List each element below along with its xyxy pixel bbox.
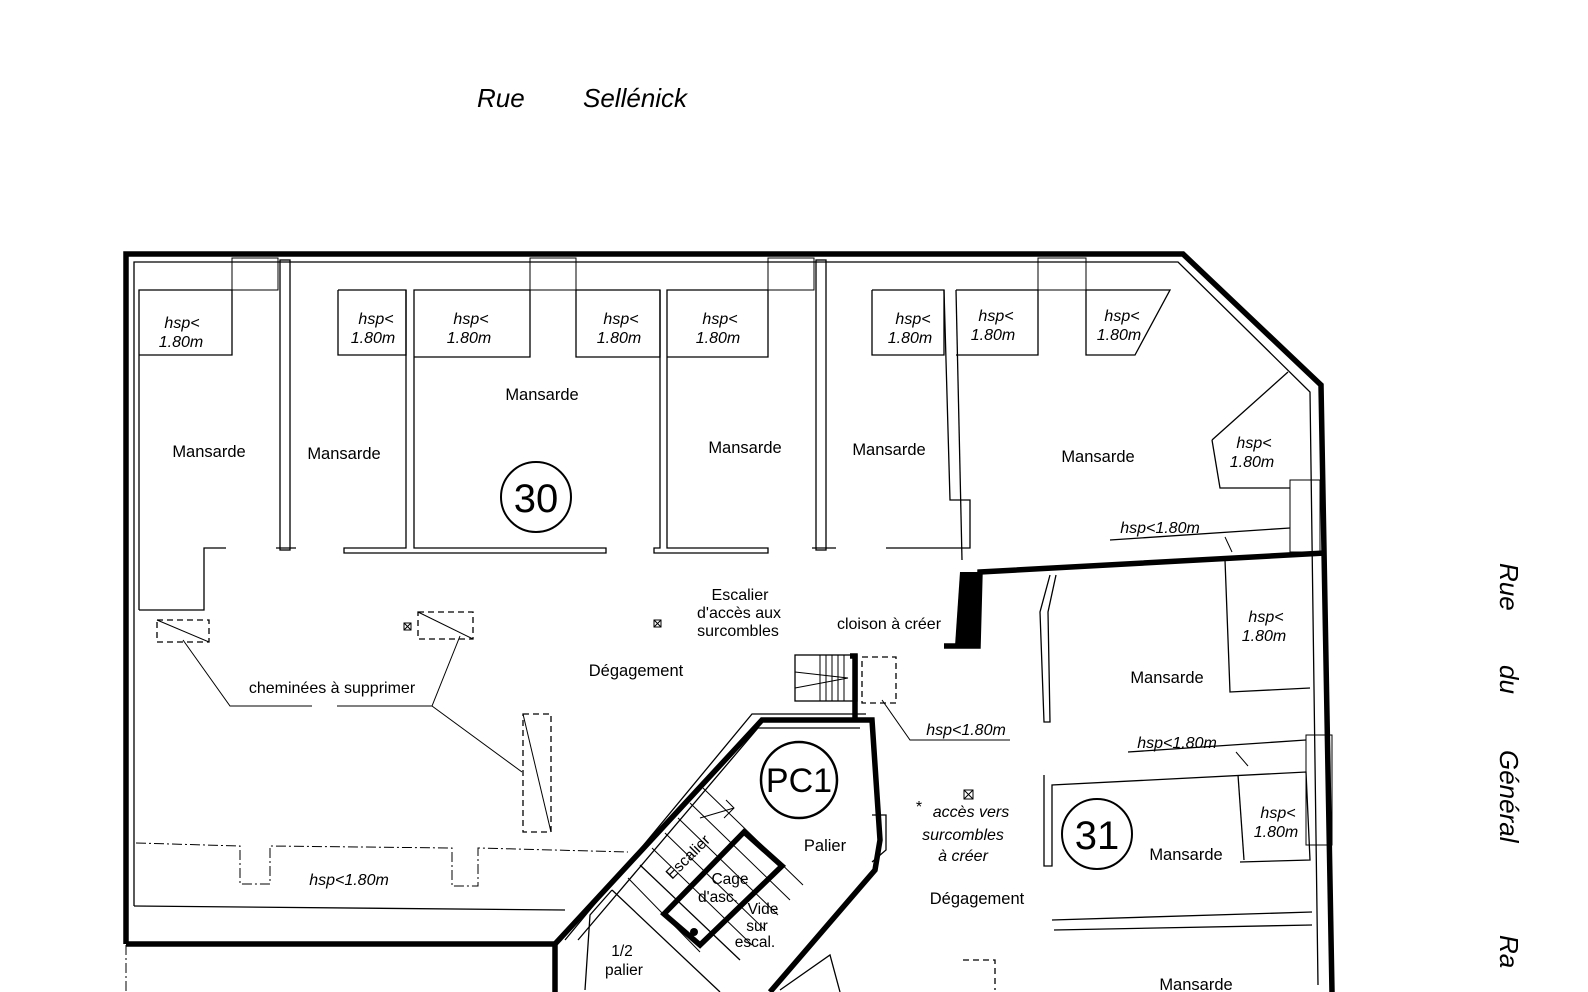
room-mansarde-5: Mansarde [852, 441, 925, 459]
unit-30-badge: 30 [500, 461, 572, 533]
cloison-note: cloison à créer [837, 616, 942, 633]
unit-31-badge: 31 [1061, 798, 1133, 870]
vide-line-1: Vide [748, 901, 779, 918]
annotations: Escalier d'accès aux surcombles cloison … [249, 587, 1009, 865]
hsp-9-b: 1.80m [1230, 454, 1274, 471]
hsp-4-b: 1.80m [597, 330, 641, 347]
hsp-10-inline: hsp<1.80m [1120, 520, 1200, 537]
hsp-8-a: hsp< [1104, 308, 1139, 325]
hsp-11-a: hsp< [1248, 609, 1283, 626]
hsp-12-inline: hsp<1.80m [926, 722, 1006, 739]
access-line-3: à créer [938, 848, 988, 865]
exterior-walls [123, 251, 1335, 992]
hsp-1-b: 1.80m [159, 334, 203, 351]
hsp-5-a: hsp< [702, 311, 737, 328]
room-mansarde-6: Mansarde [1061, 448, 1134, 466]
hsp-8-b: 1.80m [1097, 327, 1141, 344]
hsp-6-b: 1.80m [888, 330, 932, 347]
room-mansarde-3: Mansarde [505, 386, 578, 404]
hsp-9-a: hsp< [1236, 435, 1271, 452]
room-palier: Palier [804, 837, 847, 855]
stair-access-line-2: d'accès aux [697, 605, 781, 622]
unit-31-number: 31 [1075, 814, 1120, 858]
cage-line-2: d'asc. [698, 889, 738, 906]
hsp-2-b: 1.80m [351, 330, 395, 347]
hsp-5-b: 1.80m [696, 330, 740, 347]
room-mansarde-7: Mansarde [1130, 669, 1203, 687]
street-right-word-3: Général [1494, 750, 1524, 844]
half-palier-line-2: palier [605, 962, 643, 979]
street-right-label: Rue du Général Ra [1494, 563, 1524, 968]
hsp-15-inline: hsp<1.80m [309, 872, 389, 889]
hsp-7-b: 1.80m [971, 327, 1015, 344]
hsp-11-b: 1.80m [1242, 628, 1286, 645]
room-mansarde-9: Mansarde [1159, 976, 1232, 992]
room-mansarde-2: Mansarde [307, 445, 380, 463]
access-line-2: surcombles [922, 827, 1004, 844]
hsp-3-b: 1.80m [447, 330, 491, 347]
hsp-13-inline: hsp<1.80m [1137, 735, 1217, 752]
hsp-3-a: hsp< [453, 311, 488, 328]
hsp-14-a: hsp< [1260, 805, 1295, 822]
hsp-6-a: hsp< [895, 311, 930, 328]
street-top-word-1: Rue [477, 83, 525, 113]
hsp-7-a: hsp< [978, 308, 1013, 325]
pc1-badge: PC1 [759, 740, 839, 820]
vide-line-2: sur [746, 918, 768, 935]
street-right-word-2: du [1494, 665, 1524, 694]
escalier-label: Escalier [663, 832, 714, 883]
hsp-labels: hsp< 1.80m hsp< 1.80m hsp< 1.80m hsp< 1.… [159, 308, 1298, 889]
unit-30-number: 30 [514, 477, 559, 521]
access-line-1: accès vers [933, 804, 1009, 821]
room-mansarde-4: Mansarde [708, 439, 781, 457]
stair-access-line-3: surcombles [697, 623, 779, 640]
room-degagement-31: Dégagement [930, 890, 1025, 908]
interior-walls [125, 257, 1333, 992]
hsp-2-a: hsp< [358, 311, 393, 328]
room-degagement-30: Dégagement [589, 662, 684, 680]
room-mansarde-1: Mansarde [172, 443, 245, 461]
street-top-word-2: Sellénick [583, 83, 689, 113]
chimneys [156, 536, 1249, 833]
cage-line-1: Cage [711, 871, 748, 888]
pc1-label: PC1 [766, 762, 832, 800]
vide-line-3: escal. [735, 934, 776, 951]
street-right-word-4: Ra [1494, 935, 1524, 968]
half-palier-line-1: 1/2 [611, 943, 633, 960]
street-right-word-1: Rue [1494, 563, 1524, 611]
chimneys-note: cheminées à supprimer [249, 680, 416, 697]
room-mansarde-8: Mansarde [1149, 846, 1222, 864]
access-star: * [916, 799, 922, 816]
stair-access-line-1: Escalier [712, 587, 770, 604]
hsp-14-b: 1.80m [1254, 824, 1298, 841]
hsp-4-a: hsp< [603, 311, 638, 328]
hsp-1-a: hsp< [164, 315, 199, 332]
